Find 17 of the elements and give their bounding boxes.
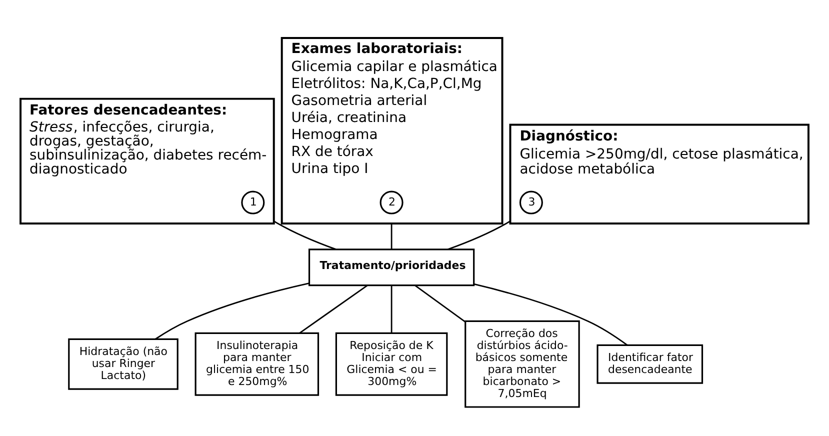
connector [414, 284, 466, 322]
connector [155, 282, 310, 340]
connector [474, 282, 628, 346]
node-circle: 3 [519, 190, 543, 214]
node-box: Reposição de K Iniciar com Glicemia < ou = 300mg% [335, 332, 448, 396]
node-circle: 2 [380, 190, 404, 214]
node-box: Identificar fator desencadeante [596, 344, 704, 384]
connector [273, 220, 336, 250]
node-box: Hidratação (não usar Ringer Lactato) [68, 338, 178, 390]
connector [390, 222, 392, 249]
connector [447, 220, 511, 250]
connector [390, 285, 392, 333]
connector [299, 284, 368, 334]
node-box: Insulinoterapia para manter glicemia entre 150 e 250mg% [194, 332, 320, 396]
node-box: Correção dos distúrbios ácido-básicos somente para manter bicarbonato > 7,05mEq [464, 320, 580, 408]
node-box: Tratamento/prioridades [308, 248, 475, 286]
node-circle: 1 [241, 190, 265, 214]
